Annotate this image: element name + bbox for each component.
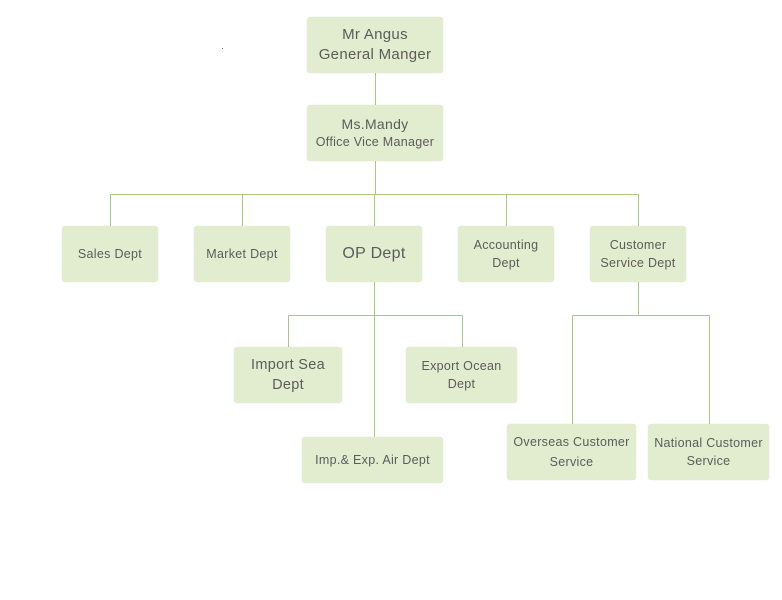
- node-imp-exp-air: Imp.& Exp. Air Dept: [302, 437, 443, 483]
- node-sales: Sales Dept: [62, 226, 158, 282]
- node-label-line: Customer: [609, 238, 667, 252]
- node-label-line: OP Dept: [342, 245, 406, 262]
- node-market: Market Dept: [194, 226, 290, 282]
- node-label-line: Imp.& Exp. Air Dept: [315, 452, 430, 467]
- node-label-line: National Customer: [654, 436, 763, 450]
- node-label-line: Overseas Customer: [513, 435, 630, 449]
- node-label-line: Service Dept: [600, 256, 676, 270]
- node-label-line: Import Sea: [251, 357, 325, 373]
- node-label-line: Dept: [447, 377, 476, 391]
- node-label-line: Dept: [492, 256, 520, 270]
- node-label-line: Service: [686, 454, 731, 468]
- node-label-line: Service: [549, 455, 594, 469]
- stray-dot: [222, 48, 223, 49]
- node-label-line: Accounting: [473, 238, 539, 252]
- node-label-line: Ms.Mandy: [341, 116, 409, 132]
- node-label-line: Office Vice Manager: [315, 135, 435, 149]
- node-label-line: General Manger: [318, 46, 432, 63]
- node-label-line: Export Ocean: [421, 359, 502, 373]
- node-label-line: Sales Dept: [77, 246, 143, 261]
- node-op: OP Dept: [326, 226, 422, 282]
- node-label-line: Market Dept: [206, 246, 278, 261]
- node-label-line: Dept: [272, 377, 304, 393]
- node-label-line: Mr Angus: [342, 26, 408, 43]
